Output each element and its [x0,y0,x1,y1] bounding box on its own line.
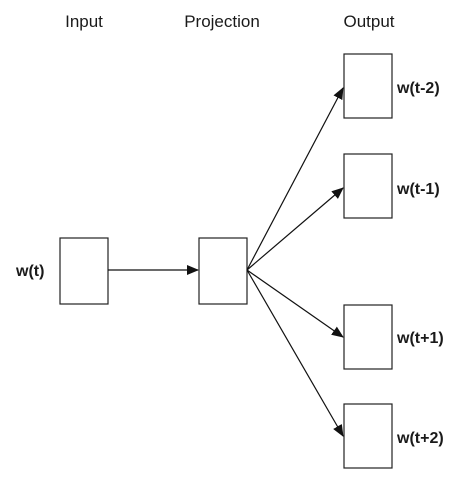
edge-projection-to-output-1 [246,87,344,271]
output-node-label-1: w(t-2) [396,80,440,97]
header-output: Output [343,12,394,31]
header-projection: Projection [184,12,260,31]
projection-node-box [198,237,248,305]
input-node-box [59,237,109,305]
output-node-box-4 [343,403,393,469]
output-node-box-2 [343,153,393,219]
header-input: Input [65,12,103,31]
edge-projection-to-output-3 [246,269,344,338]
output-node-label-3: w(t+1) [396,330,444,347]
edge-projection-to-output-4 [246,269,344,437]
output-node-box-1 [343,53,393,119]
output-node-label-2: w(t-1) [396,181,440,198]
edge-projection-to-output-2 [246,187,344,271]
output-node-label-4: w(t+2) [396,430,444,447]
output-node-box-3 [343,304,393,370]
input-node-label: w(t) [15,263,44,280]
